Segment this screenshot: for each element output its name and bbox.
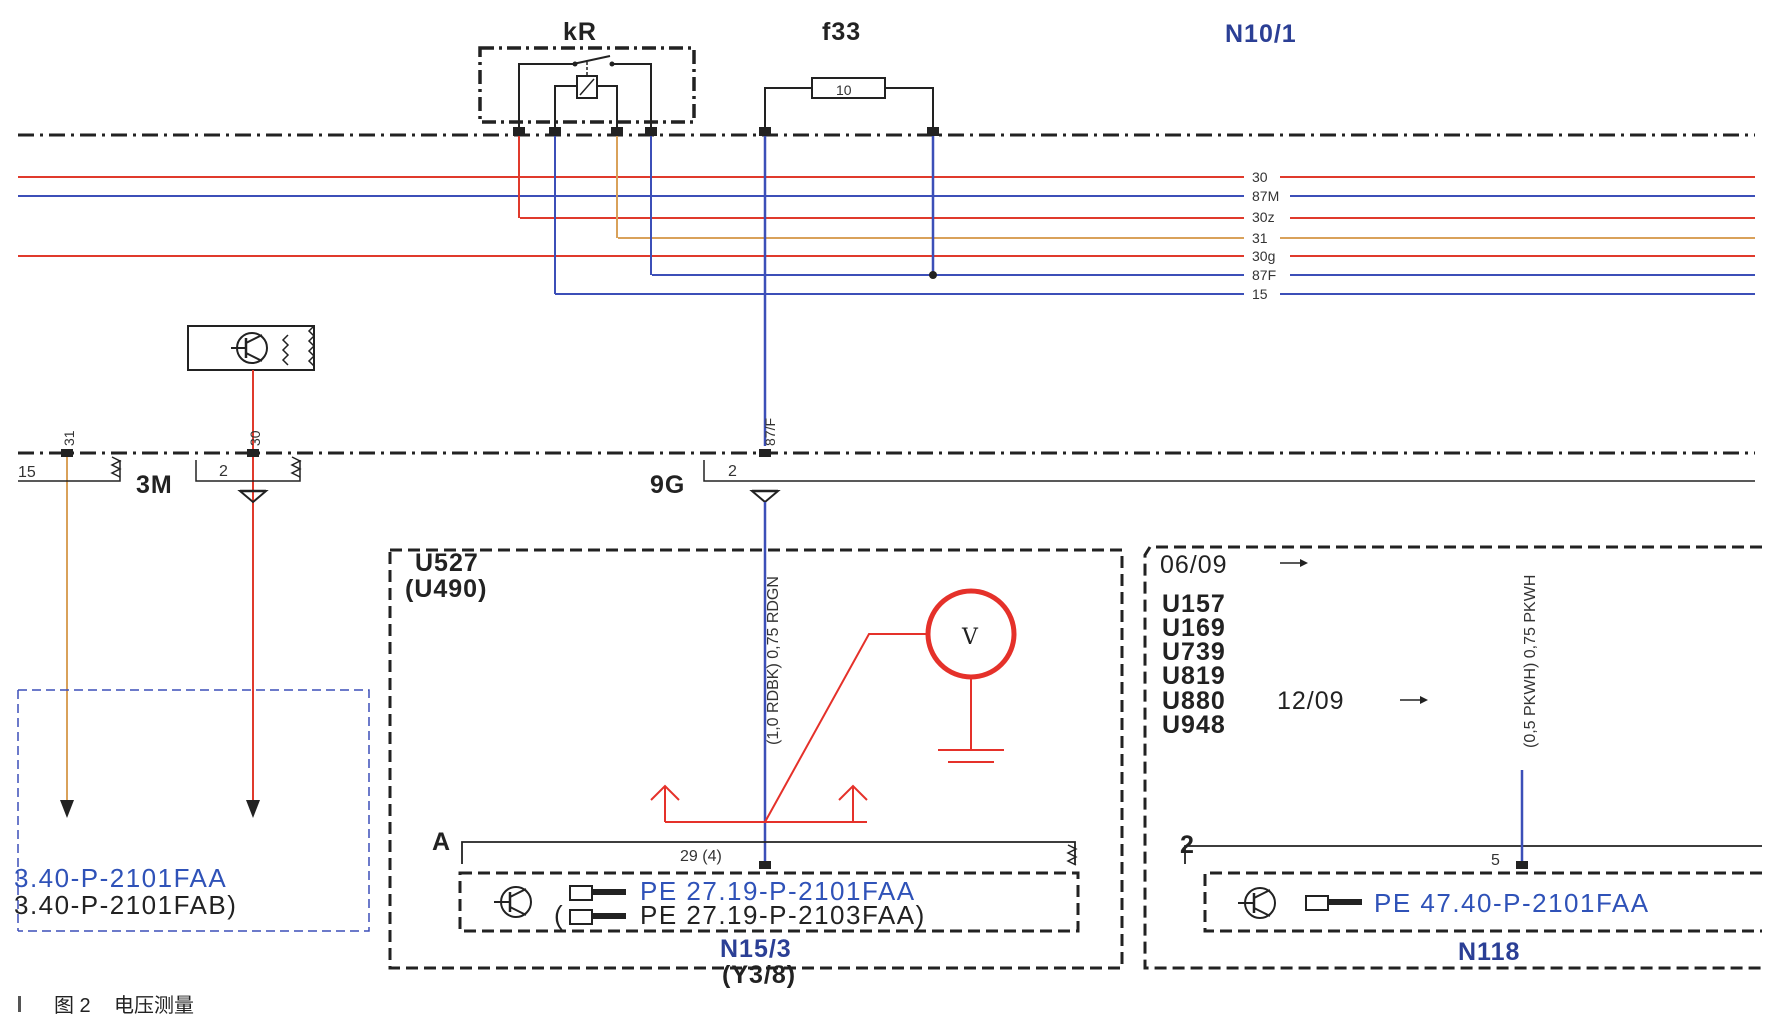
right-wire-label: (0,5 PKWH) 0,75 PKWH <box>1522 575 1539 748</box>
bus-label-31: 31 <box>1252 230 1268 246</box>
right-ref1: PE 47.40-P-2101FAA <box>1374 888 1650 918</box>
middle-module-code2: (U490) <box>405 575 487 603</box>
middle-point-A: A <box>432 828 451 856</box>
right-point: 2 <box>1180 831 1195 859</box>
caption-marker <box>18 996 21 1012</box>
right-code-0: U157 <box>1162 590 1226 618</box>
relay-label: kR <box>563 18 597 46</box>
caption-figure: 图 2 <box>54 995 91 1017</box>
bus-label-87F: 87F <box>1252 267 1276 283</box>
left-transistor-component <box>187 325 316 371</box>
voltmeter <box>650 588 1017 823</box>
left-module-ref1: 3.40-P-2101FAA <box>14 863 227 893</box>
right-code-4: U880 <box>1162 687 1226 715</box>
pin-30-left: 30 <box>247 430 263 446</box>
pin-31-left: 31 <box>61 430 77 446</box>
left-module-ref2: 3.40-P-2101FAB) <box>14 890 237 920</box>
right-code-2: U739 <box>1162 638 1226 666</box>
middle-pin: 29 (4) <box>680 848 722 865</box>
middle-module-code1: U527 <box>415 549 479 577</box>
left-module <box>17 689 370 932</box>
top-terminals <box>513 127 939 136</box>
pointer-icon <box>1305 895 1362 911</box>
bus-label-30: 30 <box>1252 169 1268 185</box>
caption-text: 电压测量 <box>114 994 194 1017</box>
voltmeter-label: V <box>961 625 979 650</box>
right-code-1: U169 <box>1162 614 1226 642</box>
pin-87F-center: 87/F <box>762 418 778 446</box>
connector-3M-label: 3M <box>136 471 173 499</box>
connector-3M <box>18 370 302 818</box>
pin-2-center: 2 <box>728 463 737 480</box>
relay-kR: kR <box>478 18 696 132</box>
bus-label-87M: 87M <box>1252 188 1279 204</box>
middle-module-name2: (Y3/8) <box>722 961 796 989</box>
fuse-label: f33 <box>822 18 861 46</box>
middle-wire-label: (1,0 RDBK) 0,75 RDGN <box>765 576 782 745</box>
bus-label-30g: 30g <box>1252 248 1275 264</box>
connector-9G <box>703 449 1755 864</box>
pin-2-left: 2 <box>219 463 228 480</box>
pin-15-left: 15 <box>18 464 36 481</box>
right-date2: 12/09 <box>1277 687 1345 715</box>
right-date1: 06/09 <box>1160 551 1228 579</box>
fuse-f33: 10 f33 <box>764 18 934 132</box>
middle-ref2: ( <box>554 900 564 930</box>
bus-label-30z: 30z <box>1252 209 1275 225</box>
bus-label-15: 15 <box>1252 286 1268 302</box>
middle-ref3: PE 27.19-P-2103FAA) <box>640 900 926 930</box>
right-pin: 5 <box>1491 852 1500 869</box>
bus-lines <box>18 136 1755 446</box>
middle-module <box>388 548 1124 970</box>
right-module-name: N118 <box>1458 938 1520 966</box>
fuse-rating: 10 <box>836 82 852 98</box>
right-module <box>1143 545 1762 970</box>
right-code-5: U948 <box>1162 711 1226 739</box>
connector-9G-label: 9G <box>650 471 685 499</box>
pointer-icon <box>569 885 626 925</box>
middle-ref1: PE 27.19-P-2101FAA <box>640 876 916 906</box>
middle-module-name: N15/3 <box>720 935 792 963</box>
right-code-3: U819 <box>1162 662 1226 690</box>
module-top-label: N10/1 <box>1225 20 1297 48</box>
